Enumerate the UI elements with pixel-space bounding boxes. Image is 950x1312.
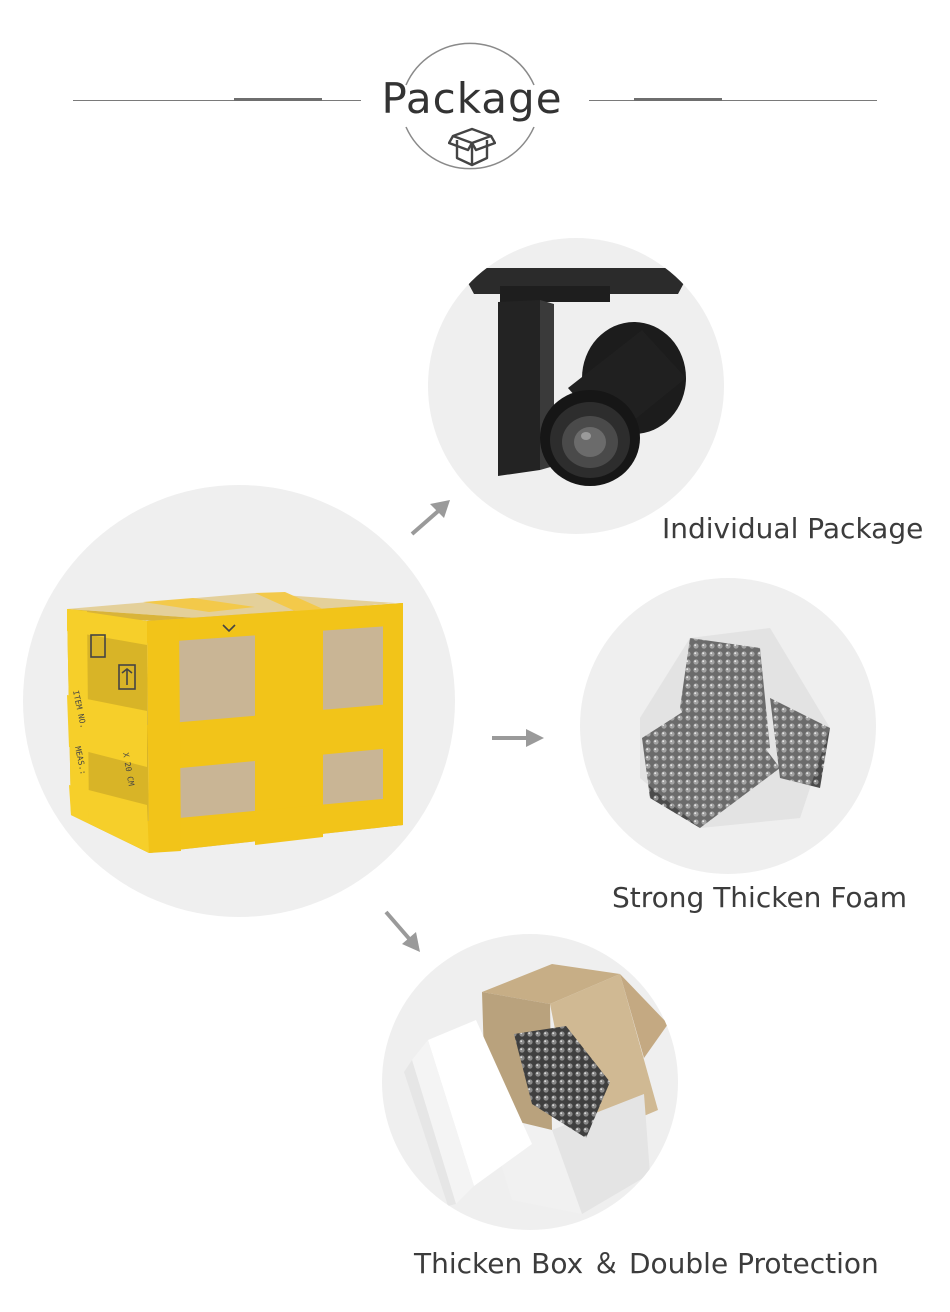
track-spotlight-image — [460, 268, 692, 486]
header-accent-left — [234, 98, 322, 101]
box-protection-circle — [382, 934, 678, 1230]
taped-carton-box-image: ITEM NO. MEAS.: X 20 CM — [67, 592, 403, 853]
arrow-up-right-icon — [410, 500, 450, 536]
page-title: Package — [381, 74, 563, 123]
arrow-right-icon — [492, 729, 544, 747]
foam-and-carton-box-image — [404, 964, 668, 1214]
main-image-circle: ITEM NO. MEAS.: X 20 CM — [23, 485, 455, 917]
individual-package-circle — [428, 238, 724, 534]
box-icon — [448, 127, 496, 167]
caption-thicken-box: Thicken Box ＆ Double Protection — [414, 1247, 879, 1280]
header-accent-right — [634, 98, 722, 101]
header-line-left — [73, 100, 361, 101]
title-ring — [405, 42, 535, 170]
bubble-wrapped-spotlight-image — [640, 628, 830, 828]
arrow-down-right-icon — [384, 910, 420, 952]
caption-strong-thicken-foam: Strong Thicken Foam — [612, 881, 907, 914]
header-line-right — [589, 100, 877, 101]
foam-circle — [580, 578, 876, 874]
caption-individual-package: Individual Package — [662, 512, 924, 545]
